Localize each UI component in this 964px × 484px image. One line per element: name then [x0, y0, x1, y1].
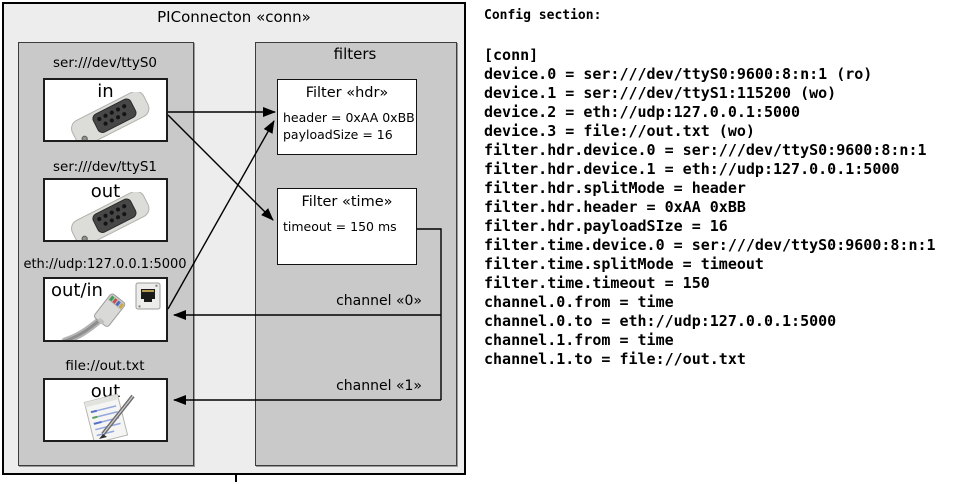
channel-1-label: channel «1»	[336, 378, 422, 394]
config-heading: Config section:	[484, 8, 602, 23]
bottom-notch	[235, 473, 237, 482]
notepad-icon	[83, 393, 135, 440]
device-label-eth: eth://udp:127.0.0.1:5000	[23, 257, 187, 272]
device-direction: in	[97, 81, 114, 102]
device-box-eth: out/in	[43, 277, 168, 342]
ethernet-plug-icon	[61, 293, 126, 340]
channel-0-label: channel «0»	[336, 293, 422, 309]
filter-attributes: timeout = 150 ms	[283, 218, 416, 235]
device-label-ttys0: ser:///dev/ttyS0	[53, 55, 157, 71]
filter-attributes: header = 0xAA 0xBB payloadSize = 16	[283, 109, 416, 143]
device-box-ttys1: out	[43, 178, 168, 242]
filter-title: Filter «hdr»	[305, 85, 389, 101]
device-label-ttys1: ser:///dev/ttyS1	[53, 159, 157, 175]
filter-box-time: Filter «time» timeout = 150 ms	[277, 188, 417, 265]
serial-connector-icon	[71, 92, 150, 140]
filter-attribute: timeout = 150 ms	[283, 219, 397, 234]
serial-connector-icon	[71, 192, 150, 240]
diagram-title: PIConnecton «conn»	[157, 8, 311, 26]
filter-attribute: header = 0xAA 0xBB	[283, 110, 415, 125]
filter-attribute: payloadSize = 16	[283, 127, 393, 142]
filter-box-hdr: Filter «hdr» header = 0xAA 0xBB payloadS…	[277, 79, 417, 155]
device-label-file: file://out.txt	[65, 358, 145, 374]
config-lines: [conn] device.0 = ser:///dev/ttyS0:9600:…	[484, 46, 936, 368]
device-box-file: out	[43, 378, 168, 442]
filter-title: Filter «time»	[301, 194, 393, 210]
device-box-ttys0: in	[43, 78, 168, 142]
device-direction: out/in	[51, 280, 103, 301]
device-direction: out	[90, 181, 121, 202]
ethernet-jack-icon	[135, 282, 161, 310]
filters-group-label: filters	[333, 45, 377, 63]
